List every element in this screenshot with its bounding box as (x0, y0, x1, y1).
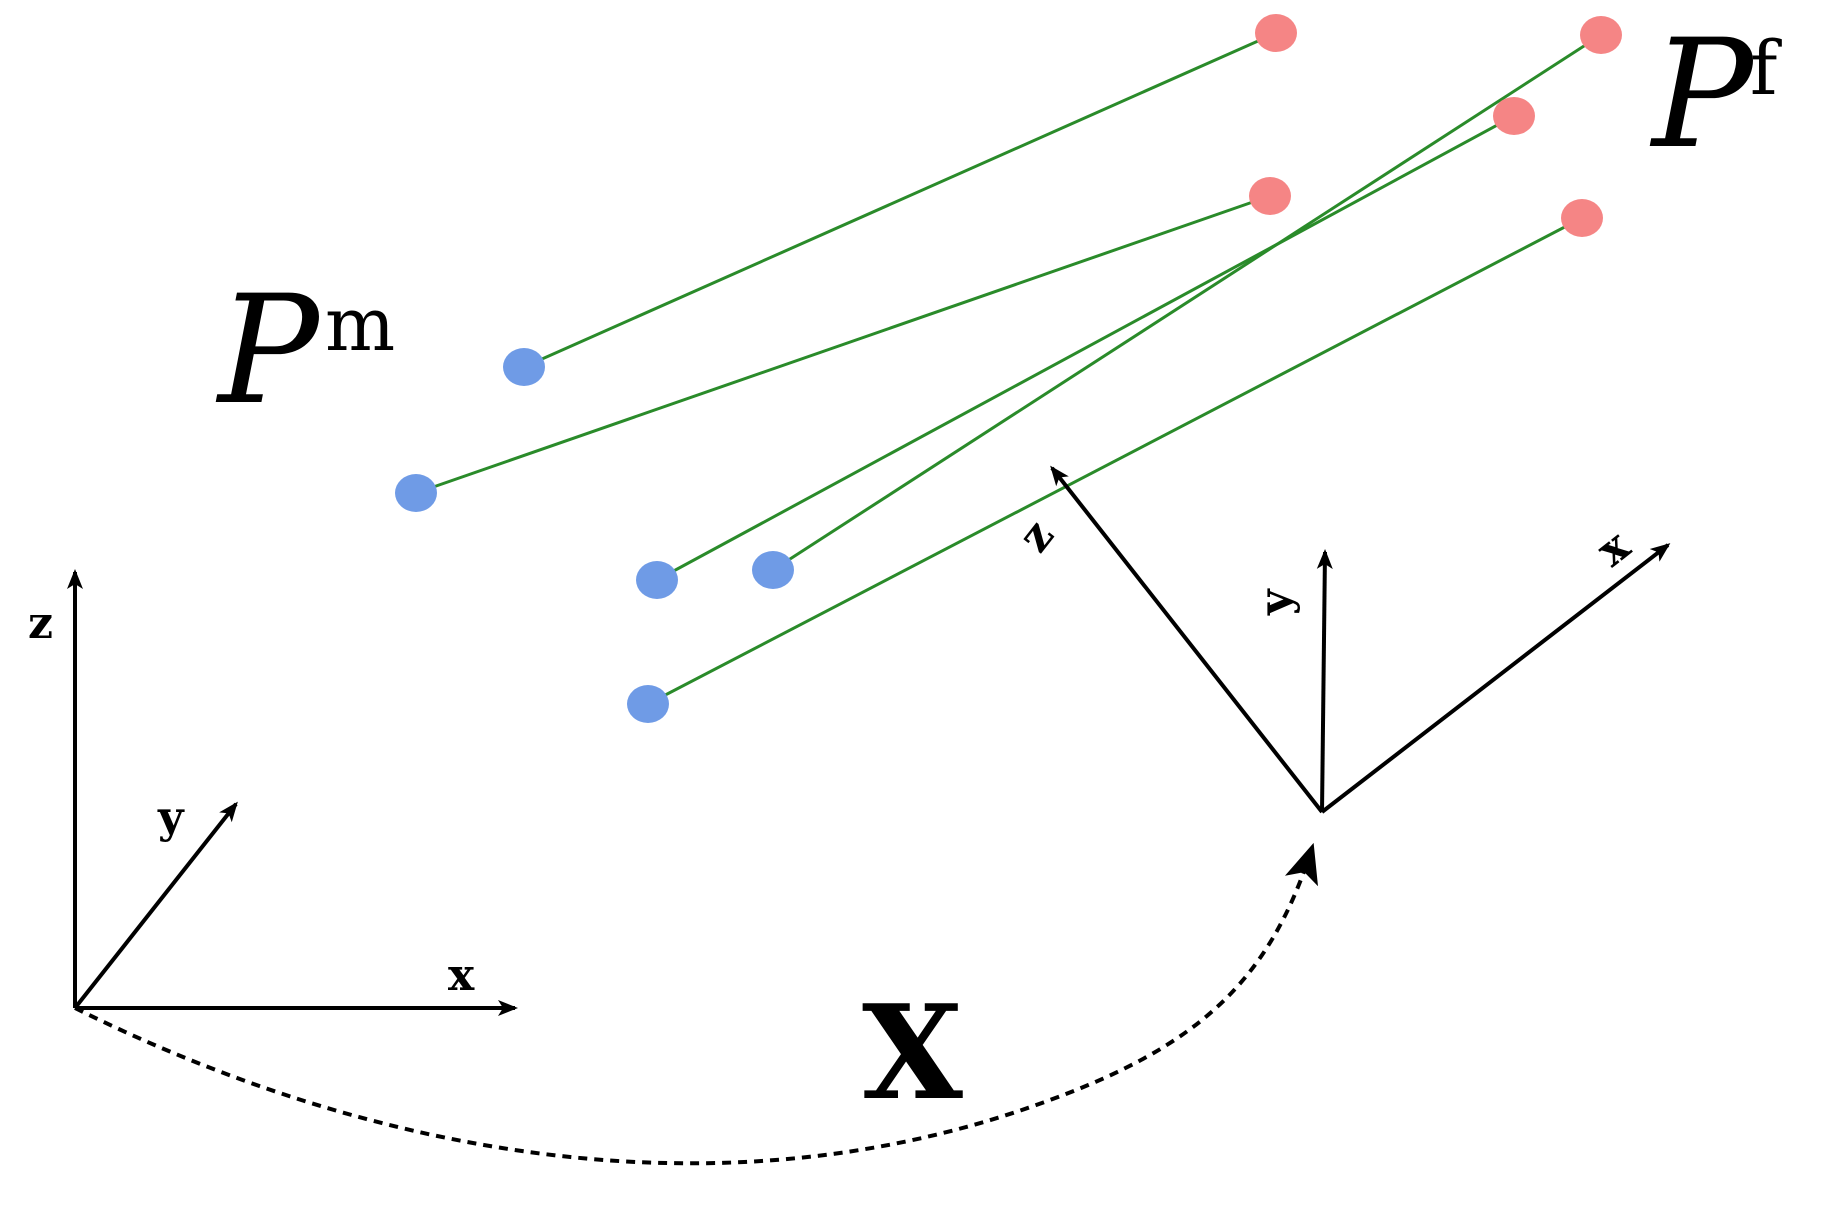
moving-point (627, 685, 669, 723)
moving-point (636, 561, 678, 599)
right-coordinate-frame (1050, 465, 1671, 814)
correspondence-line (656, 114, 1515, 582)
fixed-point (1561, 199, 1603, 237)
transform-arrow (74, 842, 1318, 1166)
moving-set-superscript: m (325, 282, 395, 368)
left-x-label: x (448, 950, 475, 1001)
right-z-label: z (1008, 511, 1064, 562)
left-y-label: y (157, 792, 185, 843)
transform-label: X (862, 976, 963, 1129)
right-x-axis (1320, 543, 1671, 814)
moving-point (395, 474, 437, 512)
moving-point-set (395, 348, 794, 723)
moving-point (503, 348, 545, 386)
right-y-axis (1316, 549, 1333, 813)
correspondence-line (772, 33, 1602, 572)
moving-set-label: P m (215, 264, 395, 438)
fixed-point (1580, 16, 1622, 54)
fixed-set-label: P f (1649, 8, 1782, 182)
moving-set-symbol: P (215, 264, 322, 438)
right-y-label: y (1250, 588, 1301, 616)
moving-point (752, 551, 794, 589)
correspondence-line (523, 31, 1277, 369)
fixed-set-superscript: f (1750, 26, 1782, 112)
fixed-point (1255, 14, 1297, 52)
left-coordinate-frame (67, 569, 518, 1016)
right-z-axis (1050, 465, 1324, 814)
correspondence-line (647, 216, 1583, 706)
fixed-point-set (1249, 14, 1622, 237)
fixed-point (1249, 177, 1291, 215)
fixed-set-symbol: P (1649, 8, 1756, 182)
left-z-label: z (28, 598, 53, 649)
correspondence-line (415, 194, 1271, 495)
fixed-point (1493, 97, 1535, 135)
left-y-axis (73, 801, 238, 1010)
correspondence-lines (415, 31, 1602, 706)
right-x-label: x (1587, 520, 1640, 577)
